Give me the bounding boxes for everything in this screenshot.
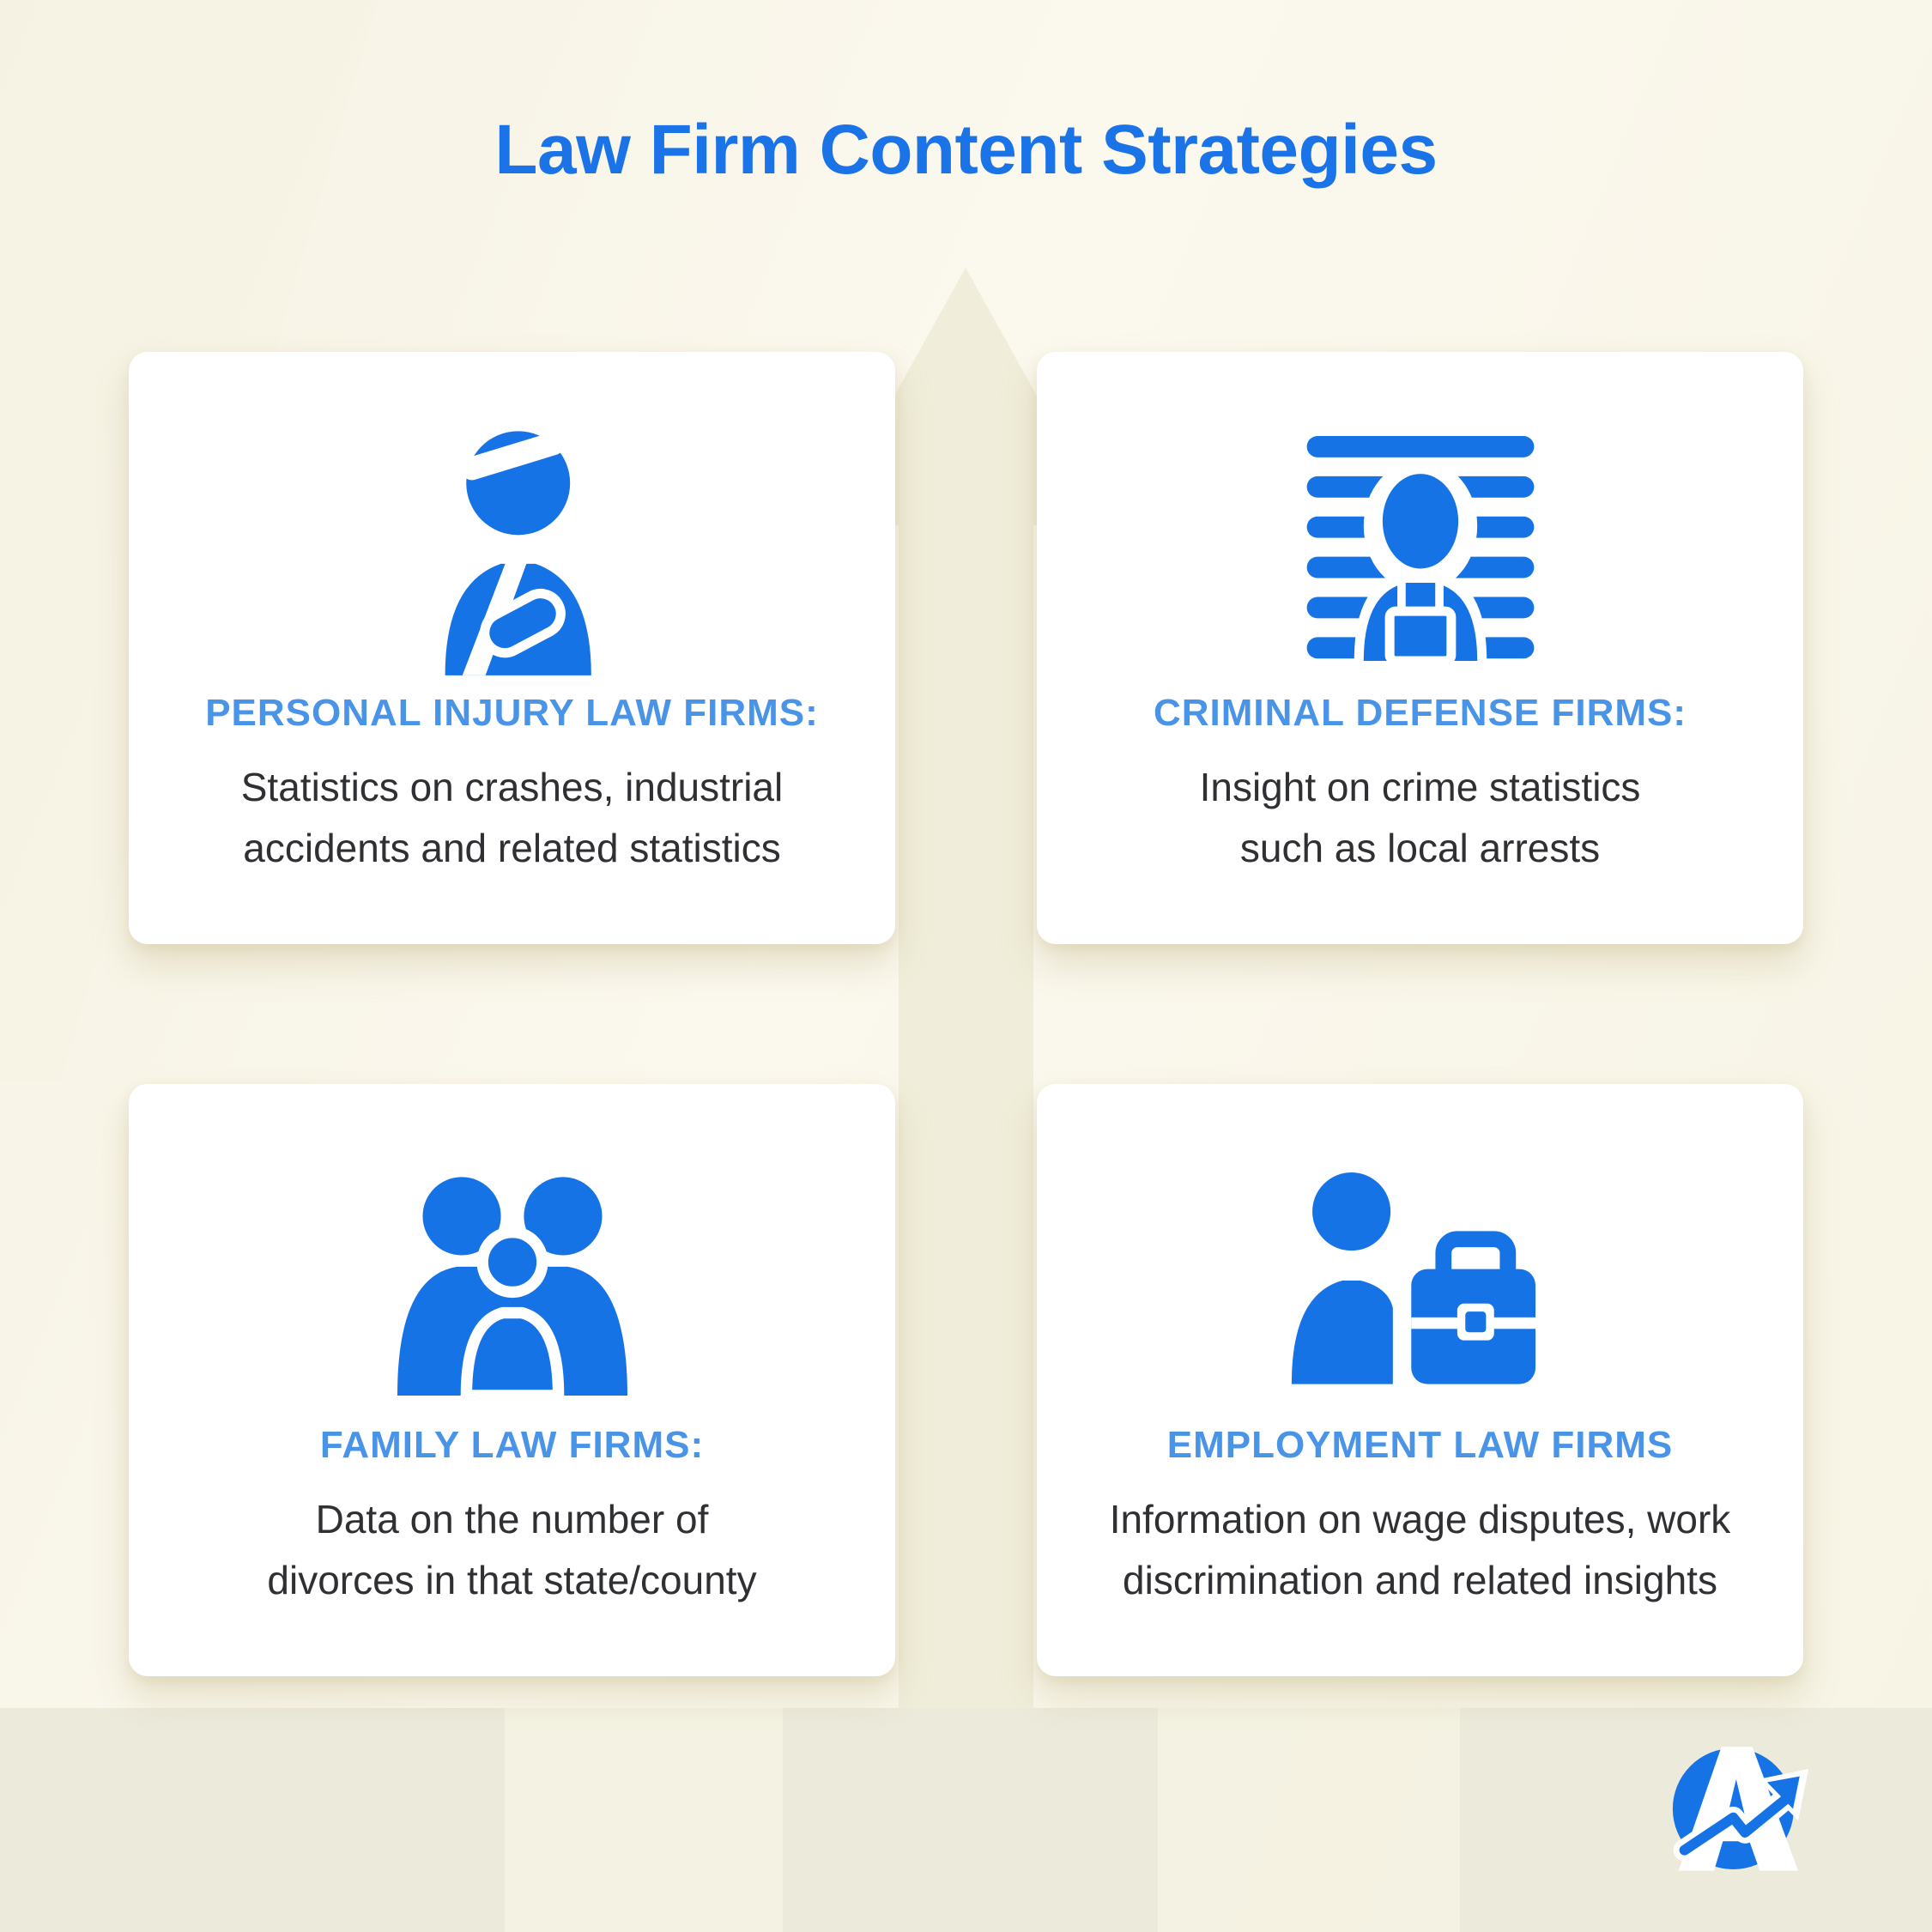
card-heading: EMPLOYMENT LAW FIRMS [1166, 1424, 1674, 1466]
page-title: Law Firm Content Strategies [494, 111, 1438, 189]
agencyanalytics-logo [1667, 1732, 1814, 1880]
card-body: Insight on crime statistics such as loca… [1199, 765, 1641, 871]
mugshot-icon [1278, 419, 1563, 678]
card-body: Information on wage disputes, work discr… [1109, 1497, 1731, 1603]
background-arrow-shaft [899, 494, 1033, 1708]
background-bottom-band [0, 1708, 1932, 1932]
background-pillar [505, 1708, 783, 1932]
card-criminal-defense: CRIMINAL DEFENSE FIRMS: Insight on crime… [1037, 352, 1803, 944]
card-family-law: FAMILY LAW FIRMS: Data on the number of … [129, 1084, 895, 1676]
injured-person-icon [416, 419, 609, 678]
card-heading: PERSONAL INJURY LAW FIRMS: [205, 692, 819, 734]
card-body: Data on the number of divorces in that s… [267, 1497, 757, 1603]
person-briefcase-icon [1282, 1151, 1559, 1410]
card-heading: CRIMINAL DEFENSE FIRMS: [1153, 692, 1687, 734]
card-heading: FAMILY LAW FIRMS: [319, 1424, 705, 1466]
card-employment-law: EMPLOYMENT LAW FIRMS Information on wage… [1037, 1084, 1803, 1676]
card-personal-injury: PERSONAL INJURY LAW FIRMS: Statistics on… [129, 352, 895, 944]
family-icon [374, 1151, 651, 1410]
card-body: Statistics on crashes, industrial accide… [240, 765, 784, 871]
